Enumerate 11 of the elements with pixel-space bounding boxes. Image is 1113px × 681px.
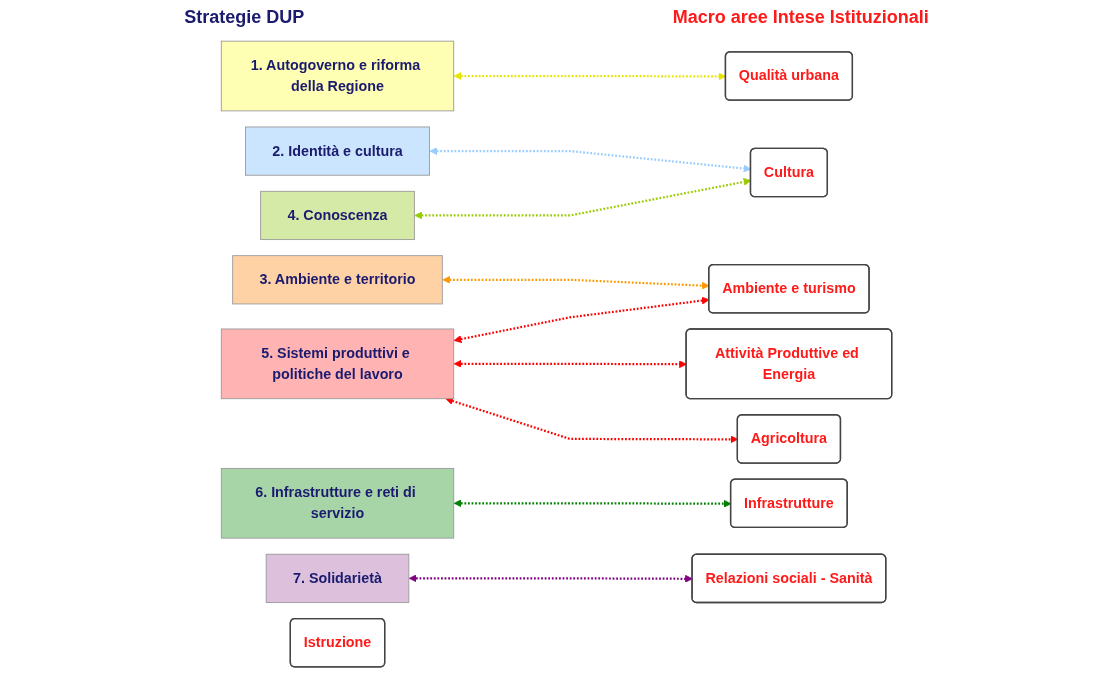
node-box: 5. Sistemi produttivi e politiche del lavoro (220, 328, 455, 400)
node-box: 3. Ambiente e territorio (232, 255, 443, 305)
node-box: 6. Infrastrutture e reti di servizio (220, 467, 455, 539)
arrow (408, 574, 693, 583)
node-box: 1. Autogoverno e riforma della Regione (220, 40, 455, 112)
column-heading: Macro aree Intese Istituzionali (672, 6, 929, 28)
arrow (453, 359, 687, 369)
column-heading: Strategie DUP (184, 6, 305, 28)
node-box: 4. Conoscenza (260, 190, 415, 241)
node-box: 2. Identità e cultura (245, 126, 430, 176)
node-box: 7. Solidarietà (265, 553, 410, 603)
